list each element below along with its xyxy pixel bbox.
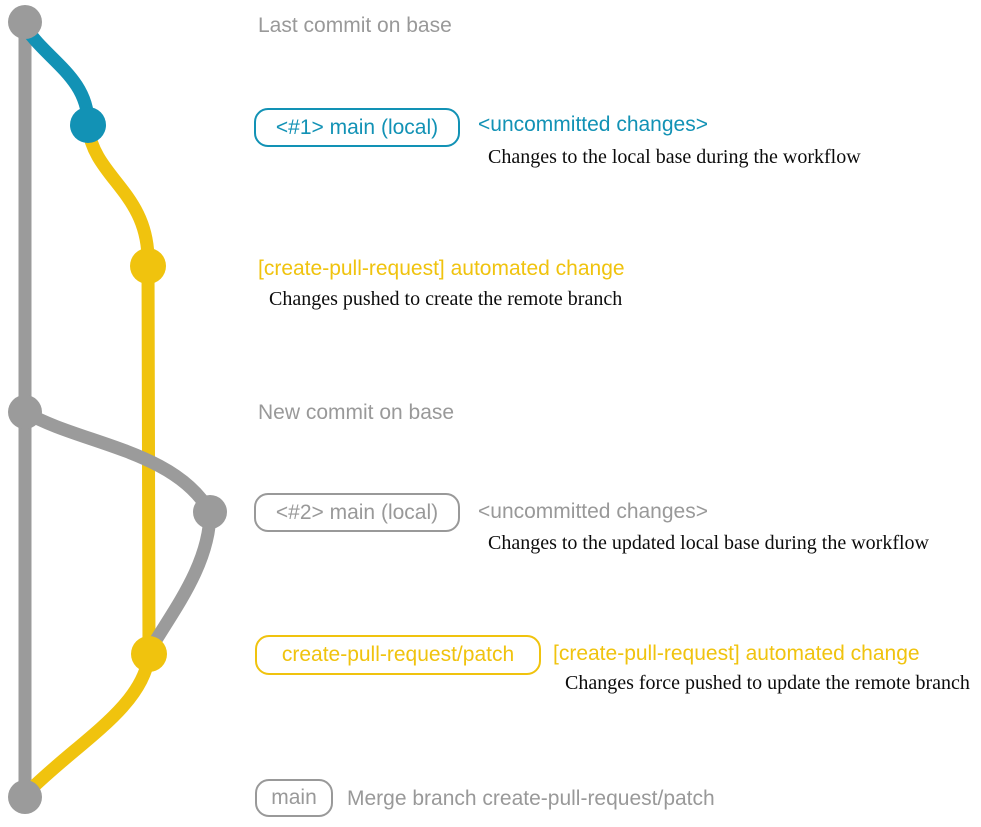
commit-node-new-commit-on-base: [8, 395, 42, 429]
description-uncommitted-changes-1: Changes to the local base during the wor…: [488, 146, 861, 168]
branch-badge-main-label: main: [271, 786, 317, 809]
heading-uncommitted-changes-2: <uncommitted changes>: [478, 500, 708, 523]
uncommitted-branch-edge-2: [18, 405, 217, 657]
branch-badge-main-local-2-label: <#2> main (local): [275, 500, 439, 524]
caption-new-commit-on-base: New commit on base: [258, 401, 455, 424]
caption-merge-branch: Merge branch create-pull-request/patch: [347, 787, 715, 810]
heading-automated-change-2: [create-pull-request] automated change: [553, 642, 920, 665]
patch-branch-edge: [81, 120, 156, 661]
commit-node-last-commit-on-base: [8, 5, 42, 39]
uncommitted-branch-edge-1: [19, 21, 95, 130]
merge-edge: [20, 649, 156, 800]
commit-node-merge: [8, 780, 42, 814]
branch-badge-main-local-2: <#2> main (local): [254, 493, 460, 532]
heading-automated-change-1: [create-pull-request] automated change: [258, 257, 625, 280]
commit-node-uncommitted-1: [70, 107, 106, 143]
branch-badge-main: main: [255, 779, 333, 817]
branch-badge-create-pull-request-patch: create-pull-request/patch: [255, 635, 541, 675]
description-automated-change-1: Changes pushed to create the remote bran…: [269, 288, 623, 310]
commit-graph: [8, 5, 227, 814]
description-uncommitted-changes-2: Changes to the updated local base during…: [488, 532, 929, 554]
branch-badge-main-local-1: <#1> main (local): [254, 108, 460, 147]
commit-node-automated-change-1: [130, 248, 166, 284]
branch-badge-create-pull-request-patch-label: create-pull-request/patch: [281, 643, 515, 666]
commit-node-uncommitted-2: [193, 495, 227, 529]
commit-node-automated-change-2: [131, 636, 167, 672]
branch-badge-main-local-1-label: <#1> main (local): [275, 115, 439, 139]
description-automated-change-2: Changes force pushed to update the remot…: [565, 672, 970, 694]
caption-last-commit-on-base: Last commit on base: [258, 14, 452, 37]
heading-uncommitted-changes-1: <uncommitted changes>: [478, 113, 708, 136]
